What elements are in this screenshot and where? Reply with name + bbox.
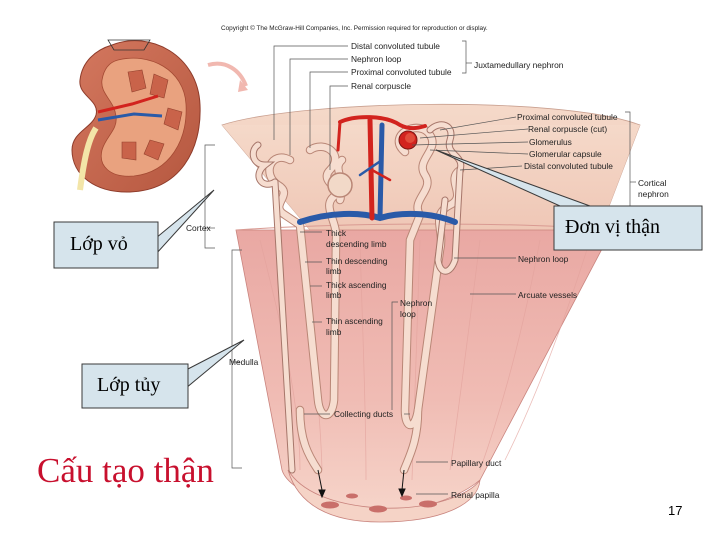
slide-title: Cấu tạo thận	[37, 451, 214, 490]
label-thick-descending-line2: descending limb	[326, 239, 387, 249]
label-thin-descending-line1: Thin descending	[326, 256, 388, 266]
callout-cortex	[53, 189, 215, 269]
label-thick-ascending-line2: limb	[326, 290, 342, 300]
label-collecting-ducts: Collecting ducts	[334, 409, 394, 419]
callout-medulla-text: Lớp tủy	[97, 374, 161, 396]
callout-nephron	[435, 149, 703, 251]
label-distal-tubule-right: Distal convoluted tubule	[524, 161, 613, 171]
label-renal-papilla: Renal papilla	[451, 490, 500, 500]
label-nephron-loop-top: Nephron loop	[351, 54, 402, 64]
label-nephron-loop-mid-line2: loop	[400, 309, 416, 319]
label-cortex: Cortex	[186, 223, 211, 233]
callout-medulla	[81, 339, 245, 409]
label-cortical-nephron-line2: nephron	[638, 189, 669, 199]
label-thin-ascending-line1: Thin ascending	[326, 316, 383, 326]
label-glomerulus: Glomerulus	[529, 137, 572, 147]
label-juxtamedullary-nephron: Juxtamedullary nephron	[474, 60, 564, 70]
label-cortical-nephron-line1: Cortical	[638, 178, 667, 188]
label-distal-tubule-top: Distal convoluted tubule	[351, 41, 440, 51]
flow-arrows	[317, 469, 406, 499]
callout-nephron-text: Đơn vị thận	[565, 216, 661, 238]
copyright-notice: Copyright © The McGraw-Hill Companies, I…	[221, 25, 488, 32]
label-proximal-tubule-right: Proximal convoluted tubule	[517, 112, 618, 122]
callout-cortex-text: Lớp vỏ	[70, 233, 128, 255]
label-thick-ascending-line1: Thick ascending	[326, 280, 387, 290]
label-proximal-tubule-top: Proximal convoluted tubule	[351, 67, 452, 77]
label-glomerular-capsule: Glomerular capsule	[529, 149, 602, 159]
kidney-thumbnail	[71, 39, 248, 193]
label-nephron-loop-right: Nephron loop	[518, 254, 569, 264]
label-arcuate-vessels: Arcuate vessels	[518, 290, 578, 300]
label-medulla: Medulla	[229, 357, 259, 367]
label-thin-descending-line2: limb	[326, 266, 342, 276]
label-nephron-loop-mid-line1: Nephron	[400, 298, 433, 308]
label-thick-descending-line1: Thick	[326, 228, 347, 238]
label-renal-corpuscle-top: Renal corpuscle	[351, 81, 412, 91]
label-papillary-duct: Papillary duct	[451, 458, 502, 468]
label-thin-ascending-line2: limb	[326, 327, 342, 337]
label-renal-corpuscle-cut: Renal corpuscle (cut)	[528, 124, 608, 134]
blood-vessels	[297, 115, 458, 225]
page-number: 17	[668, 503, 683, 518]
